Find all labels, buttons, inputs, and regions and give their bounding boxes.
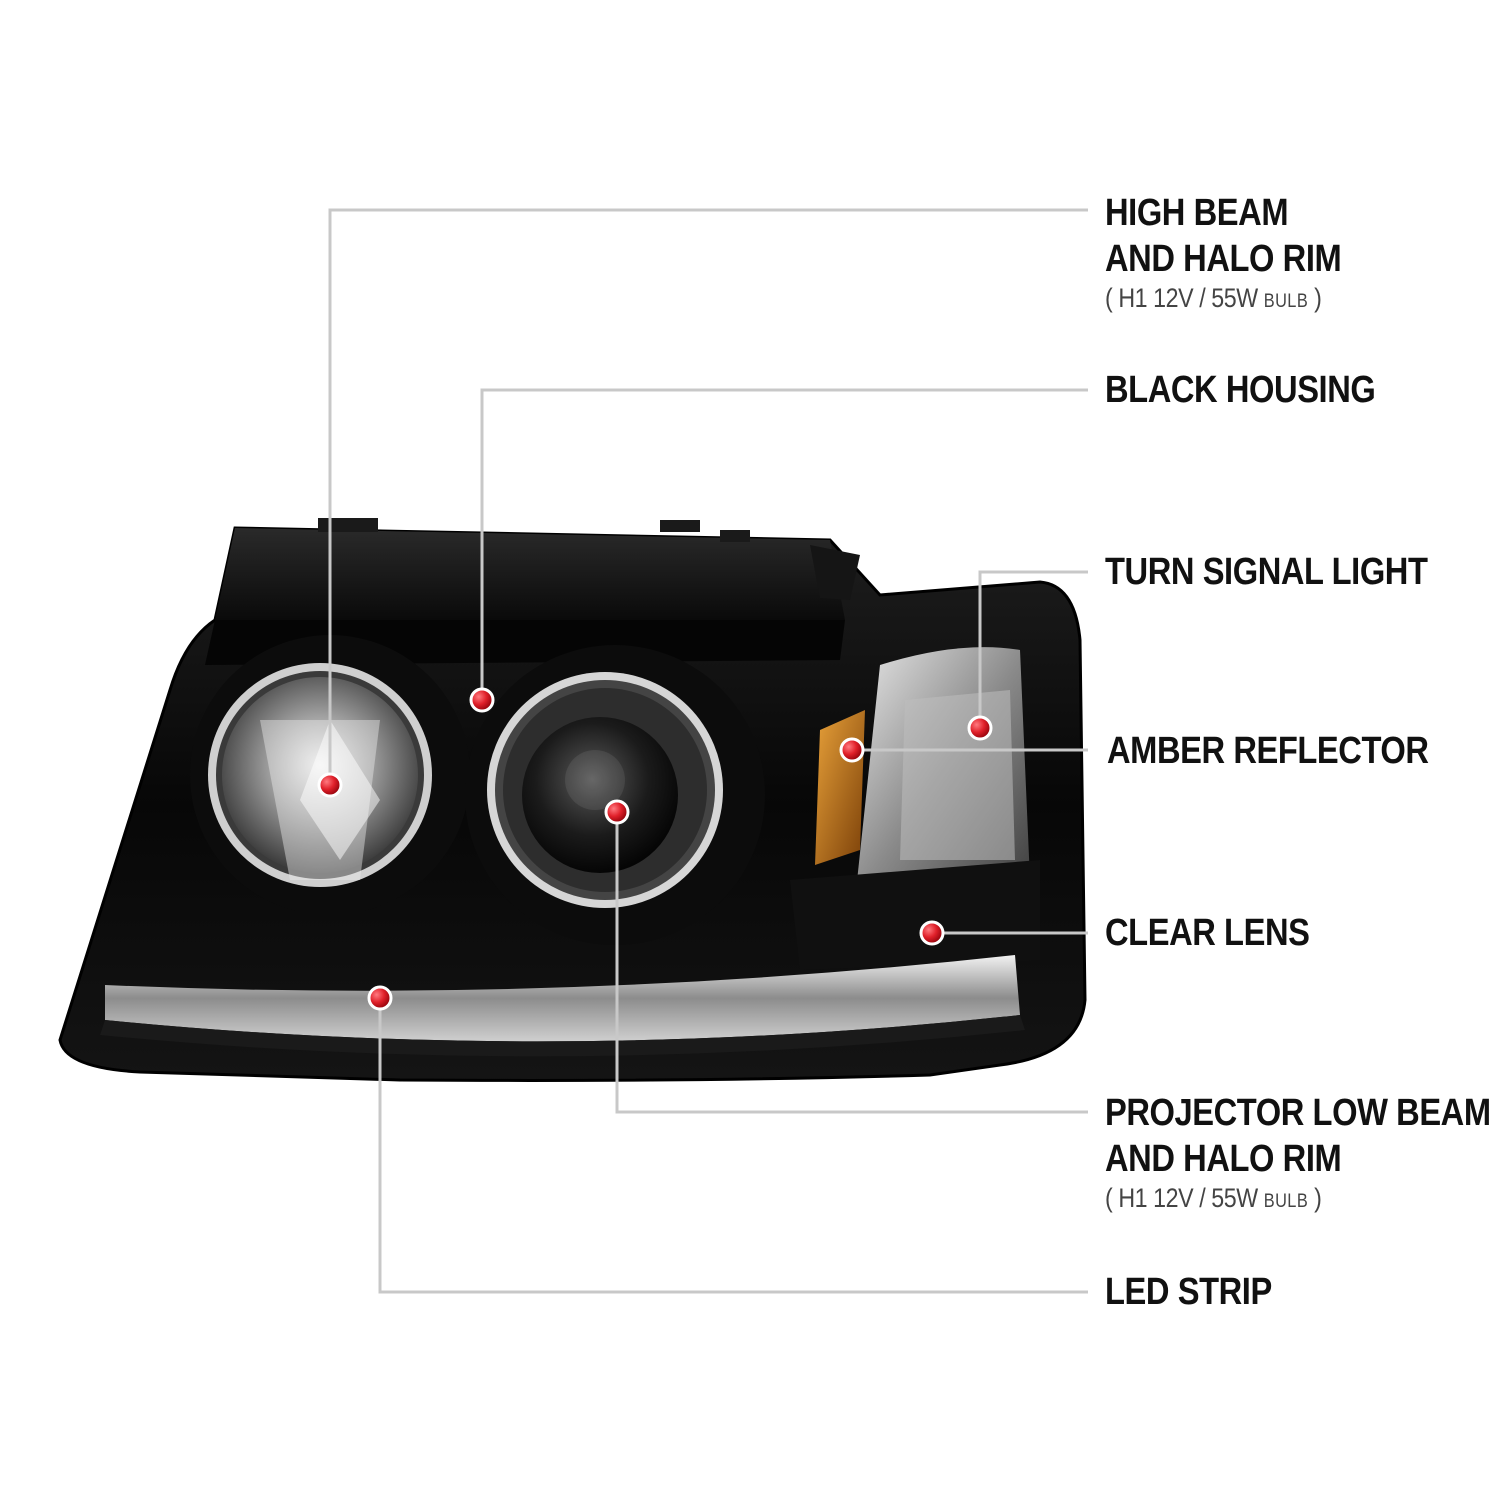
leader-lines [328, 208, 1088, 1294]
label-turn-signal: TURN SIGNAL LIGHT [1105, 551, 1428, 593]
label-projector-line-2: AND HALO RIM [1105, 1138, 1342, 1180]
marker-projector-low-beam [604, 799, 630, 825]
label-projector-line-1: PROJECTOR LOW BEAM [1105, 1092, 1491, 1134]
marker-high-beam [317, 772, 343, 798]
label-high-beam-bulb-note: ( H1 12V / 55W BULB ) [1105, 283, 1322, 313]
label-led-strip: LED STRIP [1105, 1271, 1272, 1313]
leader-black-housing [480, 388, 1088, 700]
label-projector-low-beam: PROJECTOR LOW BEAM AND HALO RIM ( H1 12V… [1105, 1090, 1491, 1218]
marker-turn-signal [967, 715, 993, 741]
label-high-beam: HIGH BEAM AND HALO RIM ( H1 12V / 55W BU… [1105, 190, 1342, 318]
label-black-housing: BLACK HOUSING [1105, 369, 1376, 411]
marker-black-housing [469, 687, 495, 713]
leader-turn-signal [978, 570, 1088, 728]
label-projector-bulb-note: ( H1 12V / 55W BULB ) [1105, 1183, 1322, 1213]
marker-led-strip [367, 985, 393, 1011]
leader-led-strip [378, 998, 1088, 1294]
label-clear-lens: CLEAR LENS [1105, 912, 1310, 954]
label-high-beam-line-1: HIGH BEAM [1105, 192, 1289, 234]
leader-projector-low-beam [615, 812, 1088, 1114]
marker-clear-lens [919, 920, 945, 946]
projector-low-beam [465, 645, 765, 945]
label-amber-reflector: AMBER REFLECTOR [1107, 730, 1429, 772]
led-strip-illustration [100, 955, 1025, 1057]
marker-dots [317, 687, 993, 1011]
marker-amber-reflector [839, 737, 865, 763]
label-high-beam-line-2: AND HALO RIM [1105, 238, 1342, 280]
leader-high-beam [328, 208, 1088, 785]
